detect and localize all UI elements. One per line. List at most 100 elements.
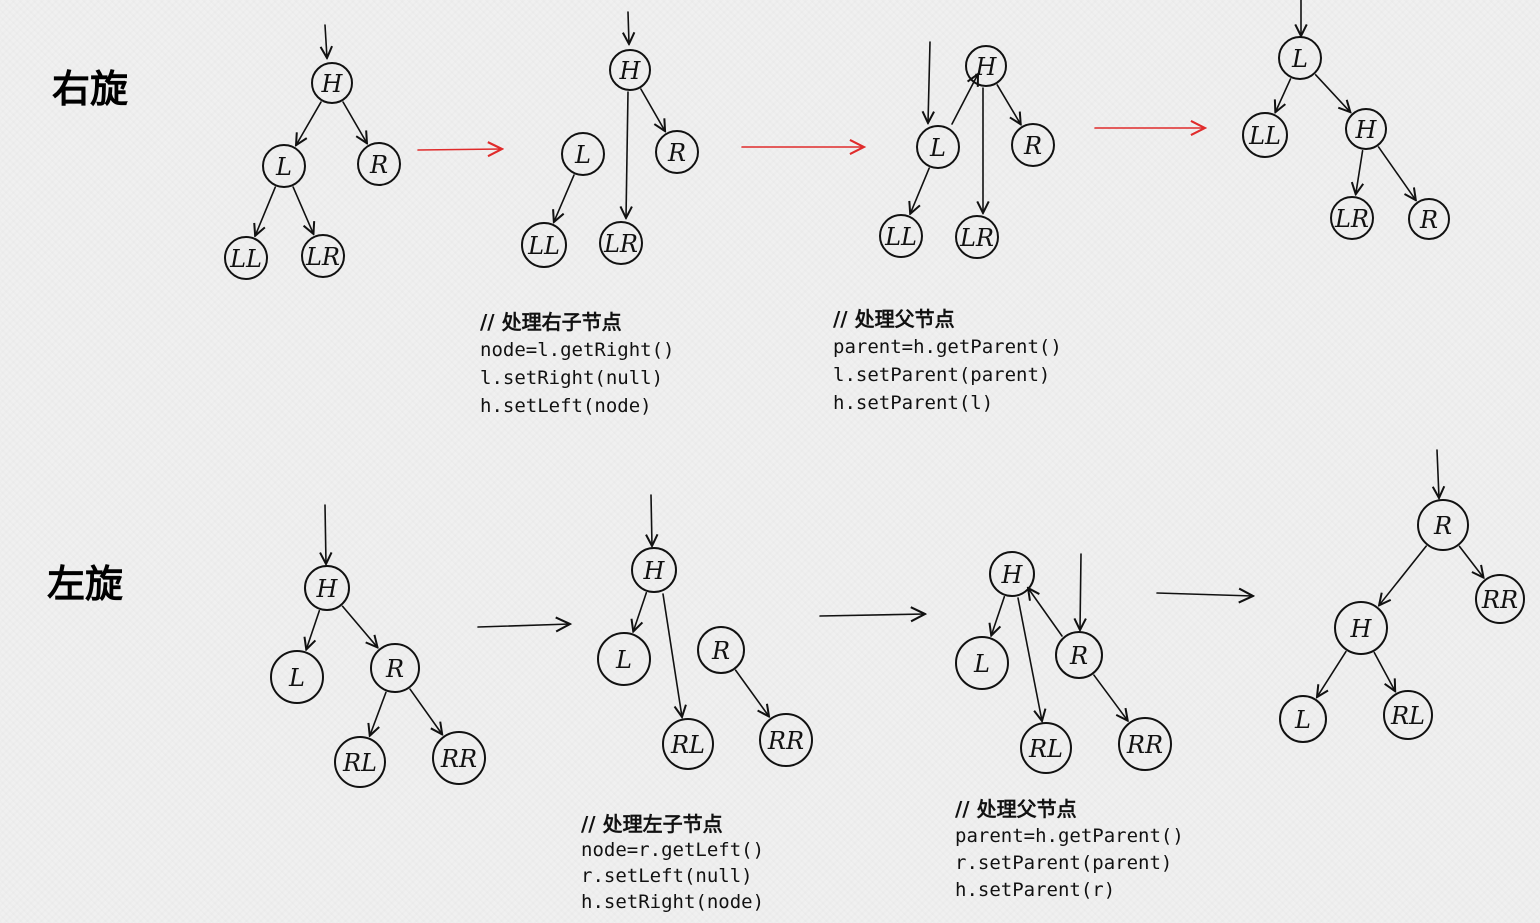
node-label-l: L xyxy=(973,650,990,678)
edge-h-to-l xyxy=(306,609,321,650)
code-line: node=r.getLeft() xyxy=(581,839,765,861)
node-label-ll: LL xyxy=(527,232,560,260)
node-circle-lr xyxy=(1330,196,1374,240)
edge-h-to-r xyxy=(996,84,1020,124)
node-circle-l xyxy=(270,650,324,704)
right-code-block-1: // 处理右子节点 node=l.getRight() l.setRight(n… xyxy=(480,308,674,420)
pointer-arrow xyxy=(662,593,682,717)
node-label-l: L xyxy=(615,646,632,674)
edge-h-to-l xyxy=(1317,650,1347,697)
root-entry-arrow xyxy=(1080,553,1081,630)
edge-h-to-lr xyxy=(1356,149,1363,195)
node-circle-h xyxy=(631,547,677,593)
node-label-l: L xyxy=(1294,706,1311,734)
node-label-h: H xyxy=(643,557,666,585)
edge-l-to-ll xyxy=(554,174,575,222)
node-label-h: H xyxy=(975,53,998,81)
node-label-ll: LL xyxy=(229,245,262,273)
edge-h-to-l xyxy=(296,101,322,145)
node-label-lr: LR xyxy=(1334,205,1369,233)
node-circle-r xyxy=(655,130,699,174)
pointer-arrow xyxy=(626,91,628,218)
code-line: l.setRight(null) xyxy=(480,367,664,389)
node-circle-l xyxy=(955,636,1009,690)
code-line: parent=h.getParent() xyxy=(955,825,1184,847)
node-label-r: R xyxy=(369,151,388,179)
node-circle-rl xyxy=(1020,722,1072,774)
right-code-block-2: // 处理父节点 parent=h.getParent() l.setParen… xyxy=(833,305,1062,417)
edge-r-to-rr xyxy=(1458,545,1483,577)
root-entry-arrow xyxy=(1437,449,1439,498)
edge-l-to-ll xyxy=(255,186,277,236)
node-label-rl: RL xyxy=(1390,702,1425,730)
node-label-r: R xyxy=(1433,512,1452,540)
code-comment: // 处理右子节点 xyxy=(480,310,622,334)
node-circle-h xyxy=(1345,108,1387,150)
code-line: node=l.getRight() xyxy=(480,339,675,361)
node-circle-l xyxy=(262,144,306,188)
pointer-arrow xyxy=(1028,588,1063,637)
edge-l-to-ll xyxy=(1275,78,1292,112)
edge-h-to-l xyxy=(633,591,648,632)
node-label-lr: LR xyxy=(603,230,638,258)
edge-h-to-r xyxy=(341,605,378,647)
code-comment: // 处理父节点 xyxy=(833,307,955,331)
node-label-lr: LR xyxy=(959,224,994,252)
node-circle-lr xyxy=(955,215,999,259)
node-label-h: H xyxy=(1355,116,1378,144)
node-label-lr: LR xyxy=(305,243,340,271)
edge-h-to-r xyxy=(342,101,367,143)
edge-h-to-r xyxy=(640,88,665,131)
code-line: h.setParent(r) xyxy=(955,879,1116,901)
left-rotation-title: 左旋 xyxy=(47,562,124,606)
code-line: l.setParent(parent) xyxy=(833,364,1051,386)
step-arrow-left-2 xyxy=(819,614,925,616)
code-comment: // 处理父节点 xyxy=(955,797,1077,821)
node-label-ll: LL xyxy=(1248,122,1281,150)
edge-r-to-rr xyxy=(734,669,769,716)
node-label-r: R xyxy=(1419,206,1438,234)
node-circle-r xyxy=(1408,198,1450,240)
node-label-rr: RR xyxy=(767,727,804,755)
edge-r-to-rr xyxy=(409,688,442,734)
node-circle-l xyxy=(1278,36,1322,80)
node-circle-rr xyxy=(759,713,813,767)
node-circle-r xyxy=(370,643,420,693)
code-line: parent=h.getParent() xyxy=(833,336,1062,358)
node-label-rl: RL xyxy=(670,731,705,759)
node-circle-rr xyxy=(1475,574,1525,624)
node-circle-l xyxy=(916,125,960,169)
right-rotation-title: 右旋 xyxy=(52,67,129,111)
root-entry-arrow xyxy=(651,494,652,546)
node-circle-rr xyxy=(432,731,486,785)
edge-l-to-lr xyxy=(292,186,313,234)
node-circle-rl xyxy=(662,718,714,770)
step-arrow-right-1 xyxy=(417,149,502,150)
edge-r-to-rl xyxy=(370,691,387,735)
node-circle-rr xyxy=(1118,717,1172,771)
node-circle-h xyxy=(609,49,651,91)
code-line: h.setParent(l) xyxy=(833,392,994,414)
left-code-block-2: // 处理父节点 parent=h.getParent() r.setParen… xyxy=(955,796,1184,904)
node-circle-lr xyxy=(599,221,643,265)
edge-r-to-h xyxy=(1379,545,1427,605)
code-line: r.setParent(parent) xyxy=(955,852,1173,874)
node-label-h: H xyxy=(321,70,344,98)
node-circle-h xyxy=(989,551,1035,597)
node-circle-r xyxy=(1055,631,1103,679)
left-code-block-1: // 处理左子节点 node=r.getLeft() r.setLeft(nul… xyxy=(581,811,764,915)
root-entry-arrow xyxy=(628,11,629,44)
node-label-l: L xyxy=(929,134,946,162)
node-label-l: L xyxy=(275,153,292,181)
node-circle-rl xyxy=(334,736,386,788)
node-label-l: L xyxy=(574,141,591,169)
node-circle-r xyxy=(1417,499,1469,551)
code-line: h.setRight(node) xyxy=(581,891,765,913)
